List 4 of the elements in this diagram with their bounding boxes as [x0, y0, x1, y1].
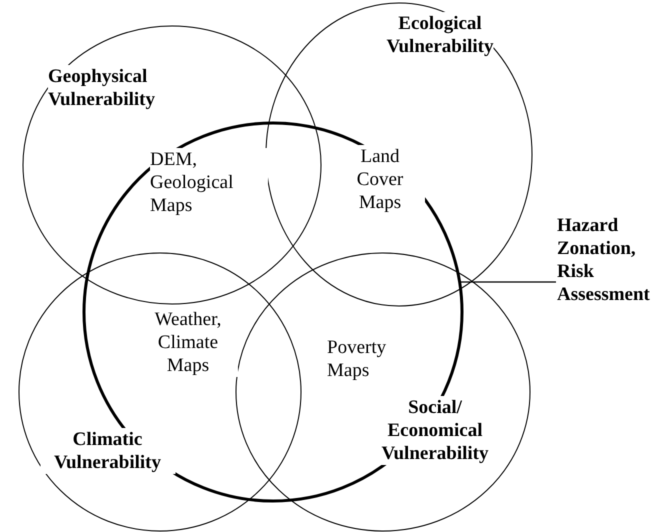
heading-text: Climatic Vulnerability [40, 428, 175, 474]
heading-text: Ecological Vulnerability [386, 12, 494, 58]
region-label: DEM, Geological Maps [150, 148, 268, 217]
heading-text: Social/ Economical Vulnerability [382, 396, 488, 465]
